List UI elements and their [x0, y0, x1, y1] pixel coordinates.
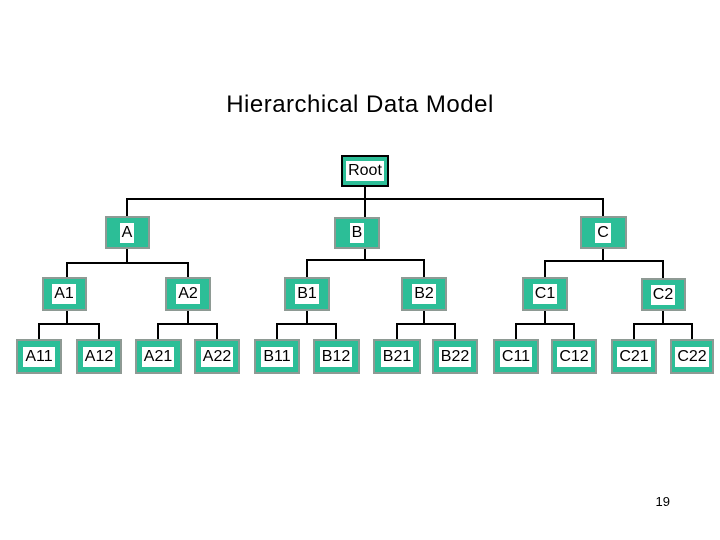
connector-line: [276, 324, 278, 339]
connector-line: [66, 262, 189, 264]
connector-line: [454, 324, 456, 339]
connector-line: [306, 311, 308, 324]
tree-node-a11: A11: [16, 339, 62, 374]
connector-line: [364, 199, 366, 217]
connector-line: [126, 199, 128, 216]
connector-line: [662, 261, 664, 278]
tree-node-label: A12: [82, 346, 116, 367]
slide-title: Hierarchical Data Model: [226, 91, 494, 118]
tree-node-b11: B11: [254, 339, 300, 374]
tree-node-label: C12: [557, 346, 591, 367]
connector-line: [187, 311, 189, 324]
tree-node-b12: B12: [312, 339, 360, 374]
tree-node-c1: C1: [522, 277, 568, 311]
connector-line: [515, 323, 575, 325]
connector-line: [98, 324, 100, 339]
tree-node-label: A21: [141, 346, 175, 367]
connector-line: [364, 249, 366, 260]
tree-node-label: Root: [346, 161, 384, 181]
connector-line: [216, 324, 218, 339]
tree-node-a12: A12: [76, 339, 122, 374]
tree-node-label: A1: [52, 284, 76, 304]
tree-node-c2: C2: [640, 278, 686, 311]
tree-node-b2: B2: [401, 277, 447, 311]
tree-node-label: A2: [176, 284, 200, 304]
tree-node-label: B21: [380, 346, 414, 367]
connector-line: [126, 249, 128, 263]
tree-node-label: B2: [412, 284, 436, 304]
connector-line: [276, 323, 337, 325]
tree-node-label: C22: [675, 346, 709, 367]
tree-node-label: B12: [319, 346, 353, 367]
tree-node-a22: A22: [194, 339, 240, 374]
tree-node-label: C: [595, 222, 611, 243]
tree-node-b22: B22: [432, 339, 478, 374]
tree-node-c12: C12: [551, 339, 597, 374]
tree-node-a: A: [104, 216, 150, 249]
tree-node-label: B11: [261, 346, 293, 367]
tree-node-b1: B1: [284, 277, 330, 311]
connector-line: [306, 259, 425, 261]
tree-node-label: B22: [438, 346, 472, 367]
connector-line: [602, 249, 604, 261]
connector-line: [515, 324, 517, 339]
tree-node-c: C: [579, 216, 627, 249]
connector-line: [157, 323, 218, 325]
tree-node-label: C1: [532, 284, 558, 304]
tree-node-a1: A1: [41, 277, 87, 311]
tree-node-c22: C22: [670, 339, 714, 374]
connector-line: [573, 324, 575, 339]
connector-line: [602, 199, 604, 216]
tree-node-b: B: [334, 217, 380, 249]
tree-node-label: C11: [499, 346, 533, 367]
connector-line: [691, 324, 693, 339]
tree-node-label: C21: [617, 346, 651, 367]
connector-line: [38, 323, 100, 325]
tree-node-a21: A21: [134, 339, 182, 374]
connector-line: [633, 323, 693, 325]
connector-line: [633, 324, 635, 339]
tree-node-label: C2: [650, 284, 676, 305]
tree-node-c11: C11: [493, 339, 539, 374]
connector-line: [335, 324, 337, 339]
tree-node-label: A: [119, 222, 135, 243]
tree-node-label: B1: [295, 284, 319, 304]
connector-line: [423, 311, 425, 324]
tree-node-label: A11: [23, 346, 55, 367]
connector-line: [423, 260, 425, 277]
connector-line: [38, 324, 40, 339]
tree-node-root: Root: [341, 155, 389, 187]
tree-node-label: A22: [200, 346, 234, 367]
connector-line: [364, 187, 366, 199]
connector-line: [66, 263, 68, 277]
connector-line: [544, 260, 664, 262]
connector-line: [187, 263, 189, 277]
connector-line: [544, 311, 546, 324]
connector-line: [157, 324, 159, 339]
connector-line: [306, 260, 308, 277]
connector-line: [396, 324, 398, 339]
connector-line: [662, 311, 664, 324]
tree-node-b21: B21: [373, 339, 421, 374]
connector-line: [544, 261, 546, 277]
tree-node-label: B: [349, 223, 365, 243]
page-number: 19: [655, 494, 670, 509]
tree-node-c21: C21: [611, 339, 657, 374]
connector-line: [396, 323, 456, 325]
tree-node-a2: A2: [165, 277, 211, 311]
connector-line: [66, 311, 68, 324]
